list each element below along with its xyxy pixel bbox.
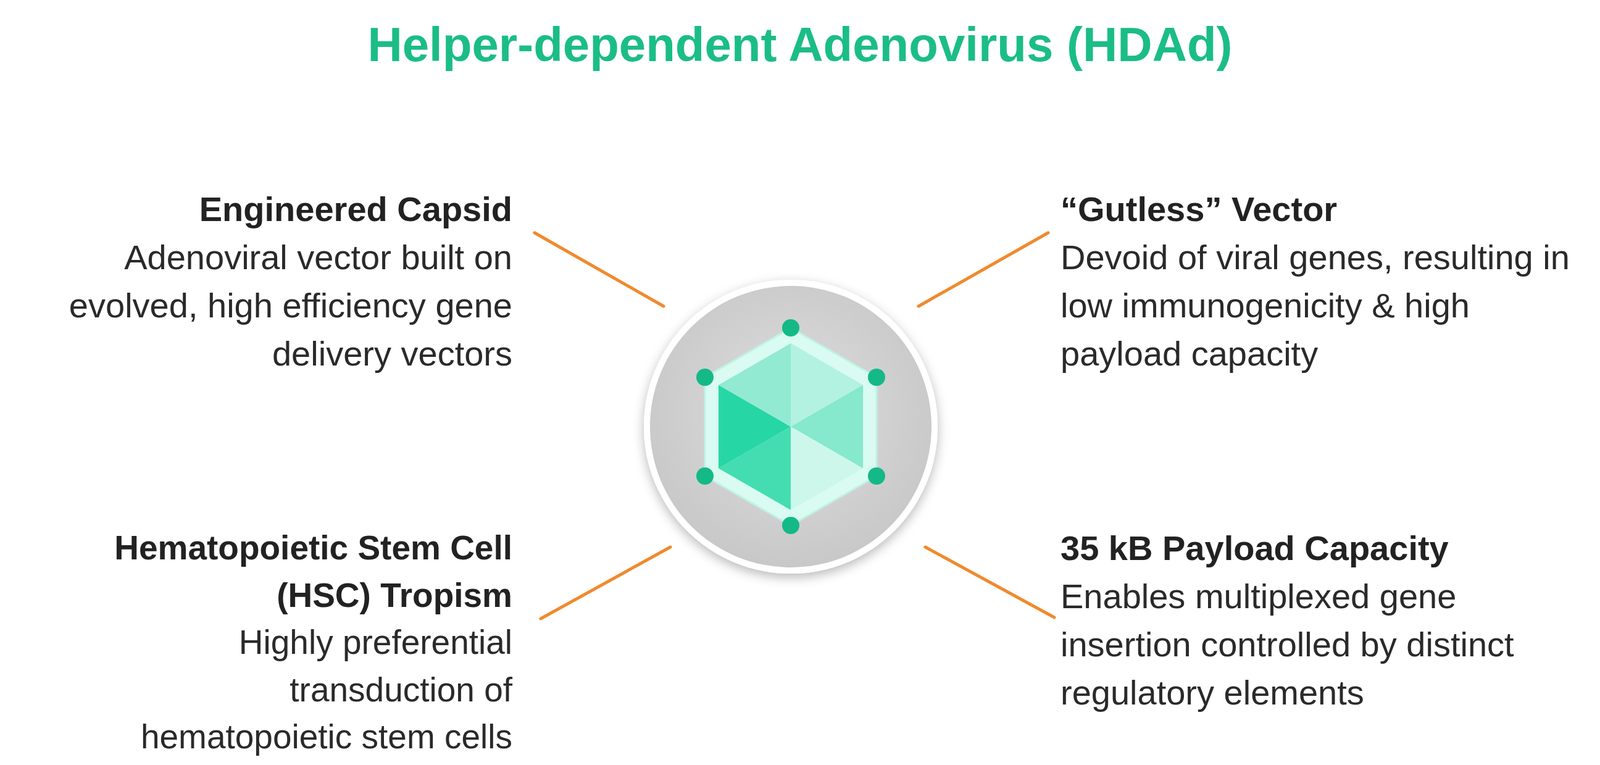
feature-heading: Hematopoietic Stem Cell (HSC) Tropism (37, 524, 513, 619)
feature-heading: “Gutless” Vector (1060, 185, 1596, 234)
icon-ring (643, 279, 938, 574)
leader-line (918, 232, 1049, 307)
capsid-dot (867, 467, 886, 485)
leader-line (534, 232, 664, 307)
capsid-outer (704, 327, 877, 526)
feature-description: Highly preferential transduction of hema… (80, 618, 513, 761)
capsid-dot (696, 467, 714, 485)
feature-callout: Hematopoietic Stem Cell (HSC) TropismHig… (37, 524, 513, 761)
capsid-dot (696, 368, 714, 386)
leader-line (540, 546, 671, 619)
feature-description: Devoid of viral genes, resulting in low … (1060, 233, 1596, 378)
feature-callout: “Gutless” VectorDevoid of viral genes, r… (1060, 185, 1596, 378)
icon-disc (650, 285, 932, 568)
capsid-dots (696, 319, 886, 534)
feature-description: Adenoviral vector built on evolved, high… (37, 233, 513, 378)
capsid-facet (790, 426, 863, 510)
feature-callout: Engineered CapsidAdenoviral vector built… (37, 185, 513, 378)
feature-description: Enables multiplexed gene insertion contr… (1060, 572, 1596, 717)
title: Helper-dependent Adenovirus (HDAd) (0, 16, 1600, 75)
feature-callout: 35 kB Payload CapacityEnables multiplexe… (1060, 524, 1596, 717)
capsid-dot (782, 319, 800, 337)
feature-heading: Engineered Capsid (37, 185, 513, 234)
capsid-facet (718, 343, 791, 427)
feature-heading: 35 kB Payload Capacity (1060, 524, 1596, 573)
capsid-icon (643, 279, 938, 574)
capsid-dot (782, 516, 800, 534)
leader-line (925, 546, 1055, 618)
capsid-dot (867, 368, 886, 386)
leader-lines (534, 232, 1055, 619)
